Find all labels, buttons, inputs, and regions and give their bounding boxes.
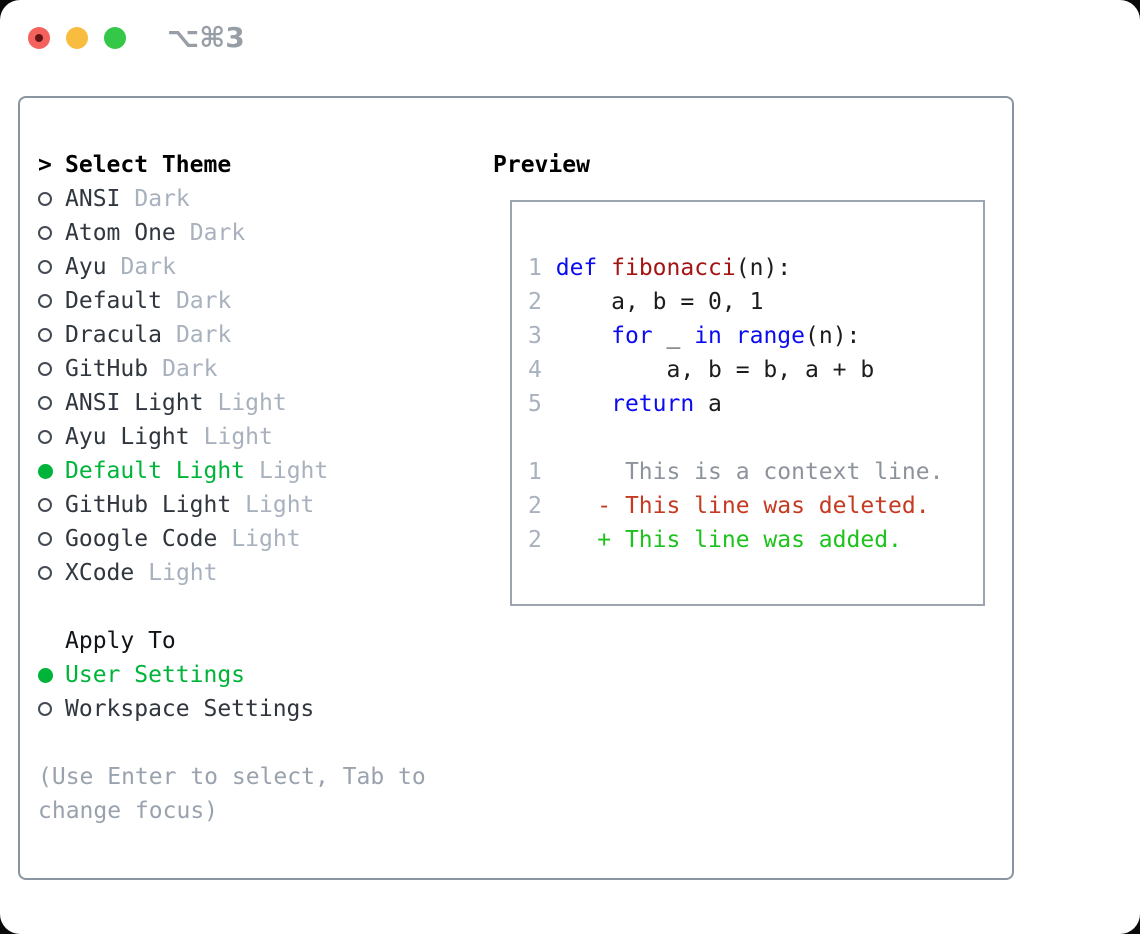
- theme-option-ansi-light[interactable]: ANSI Light Light: [38, 386, 426, 420]
- apply-to-title-text: Apply To: [65, 628, 176, 654]
- apply-option-label: User Settings: [65, 662, 246, 688]
- theme-option-label: Ayu: [65, 254, 107, 280]
- radio-icon: [38, 498, 65, 512]
- theme-option-dracula[interactable]: Dracula Dark: [38, 318, 426, 352]
- radio-icon: [38, 430, 65, 444]
- theme-variant-tag: Light: [217, 390, 287, 416]
- theme-variant-tag: Dark: [175, 288, 232, 314]
- theme-variant-tag: Light: [231, 526, 301, 552]
- theme-option-label: Ayu Light: [65, 424, 190, 450]
- theme-option-xcode[interactable]: XCode Light: [38, 556, 426, 590]
- theme-option-label: Default Light: [65, 458, 246, 484]
- preview-line-diff-added: 2 + This line was added.: [528, 527, 902, 553]
- preview-line-code: 2 a, b = 0, 1: [528, 289, 764, 315]
- apply-option-label: Workspace Settings: [65, 696, 315, 722]
- theme-option-label: GitHub: [65, 356, 149, 382]
- theme-list-title: > Select Theme: [38, 148, 426, 182]
- radio-icon: [38, 532, 65, 546]
- preview-line-code: 5 return a: [528, 391, 722, 417]
- preview-line-diff-context: 1 This is a context line.: [528, 459, 944, 485]
- theme-option-github[interactable]: GitHub Dark: [38, 352, 426, 386]
- preview-content: 1 def fibonacci(n): 2 a, b = 0, 1 3 for _ …: [512, 202, 983, 557]
- close-dot-icon: [35, 34, 43, 42]
- apply-option-user-settings[interactable]: User Settings: [38, 658, 426, 692]
- theme-variant-tag: Dark: [189, 220, 246, 246]
- help-text: change focus): [38, 798, 219, 824]
- focus-caret-icon: >: [38, 152, 52, 178]
- radio-icon: [38, 702, 65, 716]
- keyboard-shortcut-label: ⌥⌘3: [167, 21, 245, 54]
- theme-variant-tag: Light: [245, 492, 315, 518]
- theme-option-default-light[interactable]: Default Light Light: [38, 454, 426, 488]
- radio-icon: [38, 192, 65, 206]
- radio-icon: [38, 226, 65, 240]
- radio-icon: [38, 566, 65, 580]
- preview-spacer: [528, 421, 983, 455]
- theme-option-label: XCode: [65, 560, 135, 586]
- preview-pane: 1 def fibonacci(n): 2 a, b = 0, 1 3 for _ …: [510, 200, 985, 606]
- theme-list-title-text: Select Theme: [65, 152, 232, 178]
- theme-variant-tag: Light: [259, 458, 329, 484]
- radio-icon: [38, 396, 65, 410]
- theme-option-label: ANSI: [65, 186, 121, 212]
- apply-option-workspace-settings[interactable]: Workspace Settings: [38, 692, 426, 726]
- theme-variant-tag: Dark: [134, 186, 190, 212]
- theme-option-label: Default: [65, 288, 162, 314]
- radio-icon: [38, 362, 65, 376]
- radio-icon: [38, 667, 65, 683]
- theme-option-label: GitHub Light: [65, 492, 232, 518]
- apply-to-title: Apply To: [38, 624, 426, 658]
- preview-line-diff-deleted: 2 - This line was deleted.: [528, 493, 930, 519]
- theme-option-default[interactable]: Default Dark: [38, 284, 426, 318]
- help-text: (Use Enter to select, Tab to: [38, 764, 426, 790]
- theme-option-ayu[interactable]: Ayu Dark: [38, 250, 426, 284]
- theme-option-label: ANSI Light: [65, 390, 204, 416]
- theme-variant-tag: Light: [203, 424, 273, 450]
- theme-option-label: Atom One: [65, 220, 176, 246]
- radio-icon: [38, 328, 65, 342]
- theme-option-ayu-light[interactable]: Ayu Light Light: [38, 420, 426, 454]
- theme-variant-tag: Light: [148, 560, 218, 586]
- theme-variant-tag: Dark: [162, 356, 218, 382]
- preview-line-code: 1 def fibonacci(n):: [528, 255, 792, 281]
- theme-option-label: Google Code: [65, 526, 218, 552]
- close-button[interactable]: [28, 27, 50, 49]
- preview-line-code: 4 a, b = b, a + b: [528, 357, 875, 383]
- theme-option-google-code[interactable]: Google Code Light: [38, 522, 426, 556]
- preview-line-code: 3 for _ in range(n):: [528, 323, 861, 349]
- zoom-button[interactable]: [104, 27, 126, 49]
- theme-option-atom-one[interactable]: Atom One Dark: [38, 216, 426, 250]
- preview-title: Preview: [493, 152, 590, 178]
- window-titlebar: [28, 27, 126, 49]
- minimize-button[interactable]: [66, 27, 88, 49]
- theme-option-label: Dracula: [65, 322, 162, 348]
- theme-option-github-light[interactable]: GitHub Light Light: [38, 488, 426, 522]
- theme-variant-tag: Dark: [120, 254, 176, 280]
- theme-option-ansi[interactable]: ANSI Dark: [38, 182, 426, 216]
- radio-icon: [38, 294, 65, 308]
- radio-icon: [38, 463, 65, 479]
- theme-variant-tag: Dark: [175, 322, 232, 348]
- radio-icon: [38, 260, 65, 274]
